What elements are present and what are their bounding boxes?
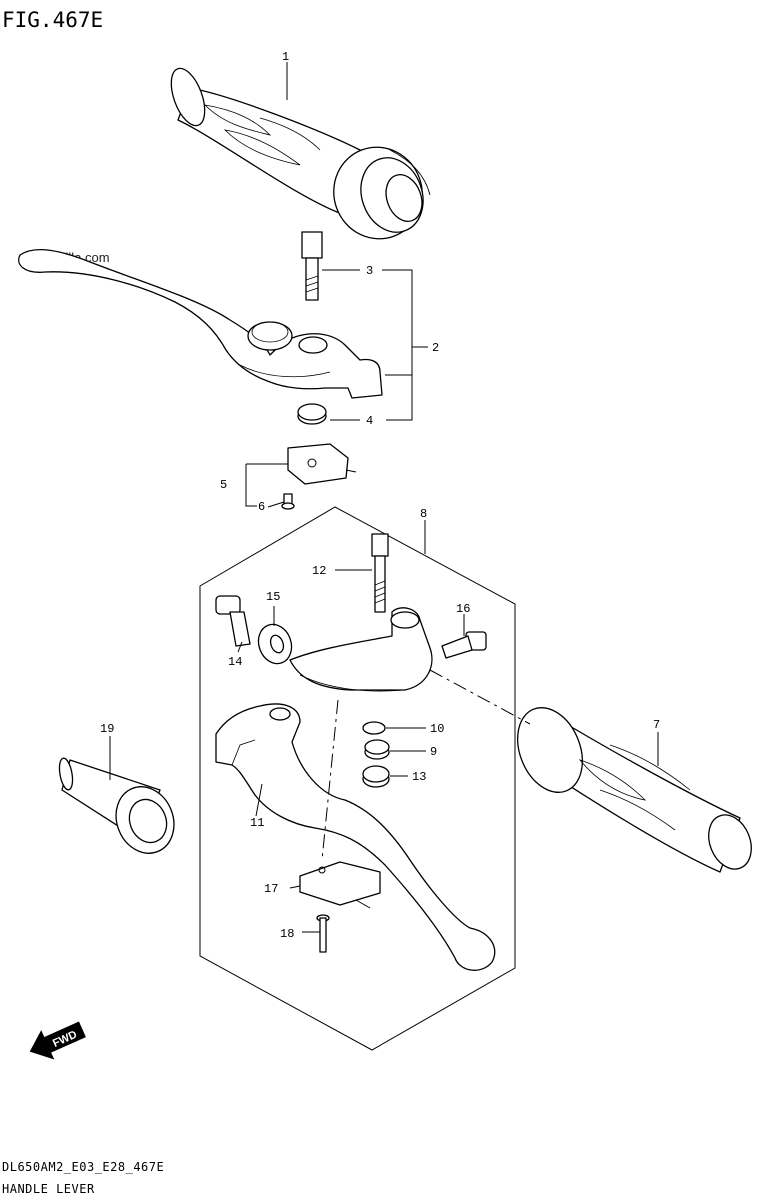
grip-part-7 xyxy=(517,707,752,873)
callout-1: 1 xyxy=(282,50,289,64)
figure-title: FIG.467E xyxy=(2,8,103,32)
clutch-switch-part-17 xyxy=(299,861,381,909)
callout-15: 15 xyxy=(266,590,280,604)
pivot-bolt-part-3 xyxy=(301,231,323,301)
callout-3: 3 xyxy=(366,264,373,278)
washer-part-15 xyxy=(257,623,293,665)
callout-18: 18 xyxy=(280,927,294,941)
callout-11: 11 xyxy=(250,816,264,830)
bolt-part-16 xyxy=(441,631,487,659)
callout-5: 5 xyxy=(220,478,227,492)
clutch-lever-holder xyxy=(289,607,433,692)
lever-axis-line xyxy=(321,699,339,861)
kit-outline-part-8 xyxy=(199,506,516,1051)
callout-9: 9 xyxy=(430,745,437,759)
footer-name: HANDLE LEVER xyxy=(2,1182,95,1196)
leader-lines xyxy=(109,62,659,933)
screw-part-18 xyxy=(316,914,330,953)
callout-7: 7 xyxy=(653,718,660,732)
nut-part-4 xyxy=(297,403,327,425)
callout-19: 19 xyxy=(100,722,114,736)
collar-part-9 xyxy=(364,739,390,760)
brake-lever-part-2 xyxy=(18,249,383,399)
callout-14: 14 xyxy=(228,655,242,669)
footer-code: DL650AM2_E03_E28_467E xyxy=(2,1160,164,1174)
callout-2: 2 xyxy=(432,341,439,355)
bolt-part-14 xyxy=(215,595,251,647)
callout-10: 10 xyxy=(430,722,444,736)
throttle-grip-part-1 xyxy=(170,67,431,240)
bar-end-cover-part-19 xyxy=(58,757,175,854)
adjuster-bolt-part-12 xyxy=(371,533,389,613)
callout-labels: 1 2 3 4 5 6 7 8 9 10 11 12 13 14 15 16 1… xyxy=(100,50,660,941)
fwd-label: FWD xyxy=(51,1029,79,1050)
assembly-centerline xyxy=(429,669,531,725)
nut-part-13 xyxy=(362,765,390,788)
clutch-lever-part-11 xyxy=(215,703,496,971)
brake-switch-part-5 xyxy=(287,443,357,485)
washer-part-10 xyxy=(362,721,386,735)
callout-6: 6 xyxy=(258,500,265,514)
fwd-arrow-icon: FWD xyxy=(29,1021,86,1060)
callout-13: 13 xyxy=(412,770,426,784)
callout-16: 16 xyxy=(456,602,470,616)
callout-8: 8 xyxy=(420,507,427,521)
callout-17: 17 xyxy=(264,882,278,896)
callout-12: 12 xyxy=(312,564,326,578)
callout-4: 4 xyxy=(366,414,373,428)
screw-part-6 xyxy=(281,493,295,510)
